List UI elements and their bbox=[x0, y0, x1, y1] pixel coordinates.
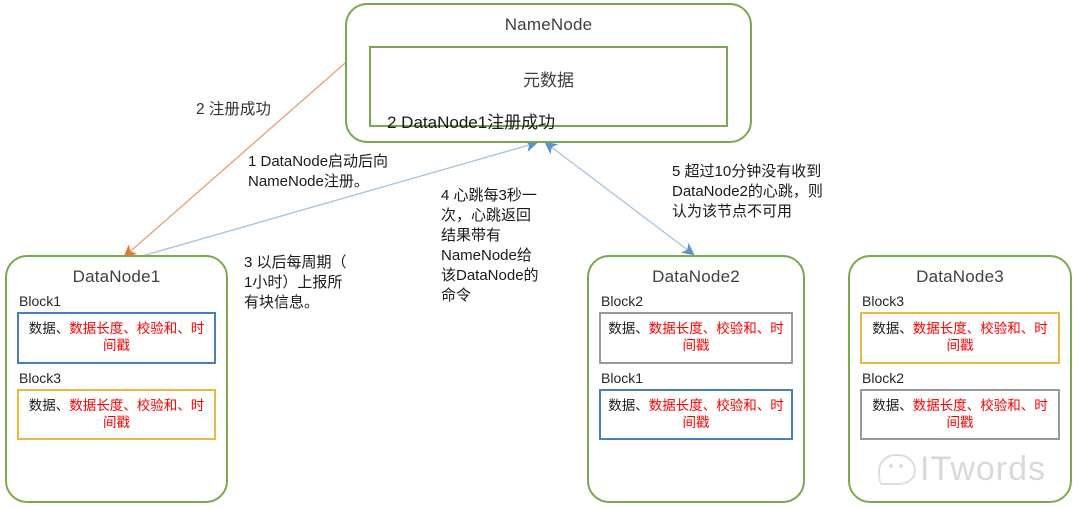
block-value: 数据长度、校验和、时间戳 bbox=[648, 397, 784, 430]
block-key: 数据、 bbox=[872, 397, 913, 413]
label-step-1: 1 DataNode启动后向 NameNode注册。 bbox=[248, 153, 389, 190]
block-key: 数据、 bbox=[608, 397, 649, 413]
datanode3-box[interactable]: DataNode3 Block3 数据、数据长度、校验和、时间戳 Block2 … bbox=[848, 255, 1072, 503]
datanode3-block-0-label: Block3 bbox=[862, 293, 905, 309]
datanode3-block-1-label: Block2 bbox=[862, 369, 905, 386]
block-key: 数据、 bbox=[872, 321, 913, 336]
watermark-text: ITwords bbox=[920, 449, 1047, 488]
label-step-3: 3 以后每周期（ 1小时）上报所 有块信息。 bbox=[244, 254, 347, 311]
datanode1-block-1-label: Block3 bbox=[19, 369, 62, 386]
datanode2-block-1-label: Block1 bbox=[601, 369, 644, 386]
datanode1-block-0-box: 数据、数据长度、校验和、时间戳 bbox=[17, 312, 216, 364]
datanode2-block-0-label: Block2 bbox=[601, 293, 644, 309]
block-key: 数据、 bbox=[608, 321, 649, 336]
block-value: 数据长度、校验和、时间戳 bbox=[648, 321, 784, 354]
datanode1-block-0-label: Block1 bbox=[19, 293, 62, 309]
label-step-5: 5 超过10分钟没有收到 DataNode2的心跳，则 认为该节点不可用 bbox=[672, 163, 823, 220]
datanode2-title: DataNode2 bbox=[652, 267, 740, 286]
block-key: 数据、 bbox=[28, 321, 70, 336]
block-value: 数据长度、校验和、时间戳 bbox=[69, 321, 205, 354]
namenode-title: NameNode bbox=[504, 15, 593, 34]
datanode3-title: DataNode3 bbox=[916, 267, 1004, 286]
block-value: 数据长度、校验和、时间戳 bbox=[69, 397, 205, 430]
datanode2-box[interactable]: DataNode2 Block2 数据、数据长度、校验和、时间戳 Block1 … bbox=[587, 255, 805, 503]
watermark: ITwords bbox=[878, 446, 1078, 492]
arrow-heartbeat-datanode2 bbox=[544, 141, 695, 256]
block-value: 数据长度、校验和、时间戳 bbox=[912, 321, 1048, 354]
datanode2-block-0-box: 数据、数据长度、校验和、时间戳 bbox=[599, 312, 793, 364]
label-step-2: 2 注册成功 bbox=[196, 101, 271, 118]
datanode3-block-0-box: 数据、数据长度、校验和、时间戳 bbox=[860, 312, 1060, 364]
metadata-title: 元数据 bbox=[523, 71, 574, 90]
block-value: 数据长度、校验和、时间戳 bbox=[912, 397, 1048, 430]
datanode1-box[interactable]: DataNode1 Block1 数据、数据长度、校验和、时间戳 Block3 … bbox=[5, 255, 228, 503]
metadata-entry: 2 DataNode1注册成功 bbox=[387, 113, 556, 132]
namenode-metadata-box: 元数据 2 DataNode1注册成功 bbox=[369, 46, 728, 132]
datanode3-block-1-box: 数据、数据长度、校验和、时间戳 bbox=[860, 388, 1060, 441]
datanode2-block-1-box: 数据、数据长度、校验和、时间戳 bbox=[599, 388, 793, 441]
datanode1-block-1-box: 数据、数据长度、校验和、时间戳 bbox=[17, 388, 216, 441]
wechat-bubble-icon bbox=[878, 453, 916, 485]
block-key: 数据、 bbox=[28, 397, 70, 413]
datanode1-title: DataNode1 bbox=[72, 267, 161, 286]
label-step-4: 4 心跳每3秒一 次，心跳返回 结果带有 NameNode给 该DataNode… bbox=[441, 187, 539, 304]
namenode-box[interactable]: NameNode 元数据 2 DataNode1注册成功 bbox=[345, 3, 752, 143]
